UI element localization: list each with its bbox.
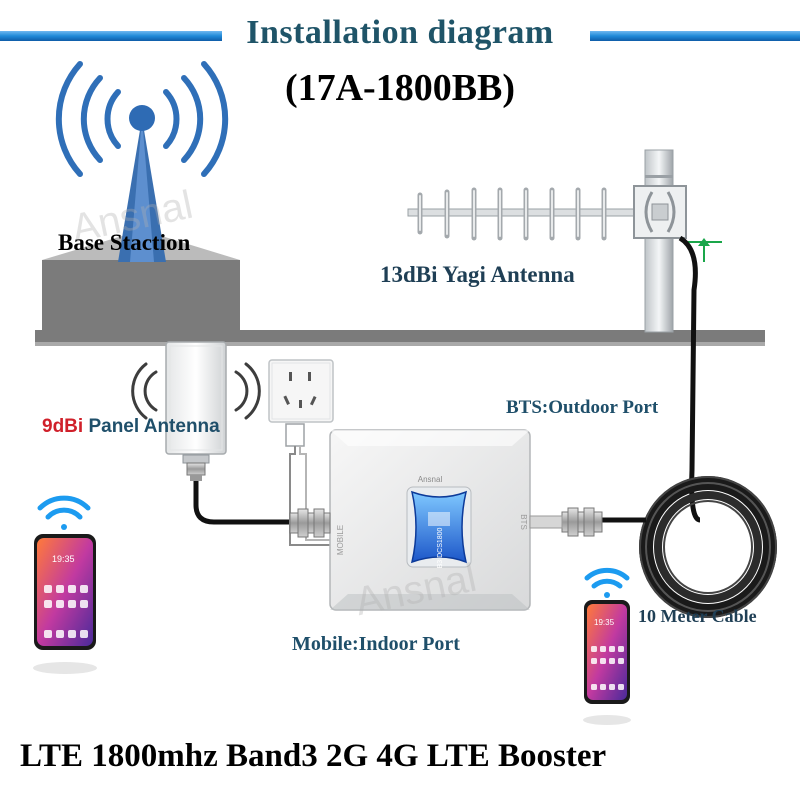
header-bar-left: [0, 31, 222, 41]
panel-antenna-icon: [131, 341, 261, 481]
label-yagi-antenna: 13dBi Yagi Antenna: [380, 262, 575, 287]
outdoor-cable: [678, 235, 701, 523]
panel-antenna-name: Panel Antenna: [83, 416, 220, 437]
smartphone-icon: [583, 600, 631, 725]
base-station-tower-icon: [55, 61, 229, 262]
phone-clock: 19:35: [594, 618, 615, 627]
booster-port-label-right: BTS: [519, 514, 528, 530]
cable-coil-icon: [639, 476, 777, 618]
yagi-antenna-icon: [407, 185, 687, 241]
booster-port-mobile: [289, 508, 331, 538]
ground-line: [35, 330, 765, 342]
antenna-pole: [644, 149, 674, 333]
label-indoor-port: Mobile:Indoor Port: [292, 633, 460, 655]
label-cable: 10 Meter Cable: [638, 606, 757, 626]
label-base-station: Base Staction: [58, 230, 191, 255]
indoor-cable: [193, 481, 292, 525]
product-caption: LTE 1800mhz Band3 2G 4G LTE Booster: [20, 738, 607, 774]
signal-direction-marker: [688, 238, 722, 262]
label-panel-antenna: 9dBi Panel Antenna: [42, 416, 220, 438]
booster-port-bts: [529, 507, 603, 537]
power-socket-icon: [268, 359, 334, 447]
label-outdoor-port: BTS:Outdoor Port: [506, 397, 659, 418]
signal-booster-device: [289, 429, 603, 611]
model-number: (17A-1800BB): [284, 67, 516, 109]
diagram-title: Installation diagram: [246, 14, 554, 51]
booster-brand: Ansnal: [418, 475, 443, 484]
wifi-icon: [584, 567, 630, 598]
phone-clock: 19:35: [52, 554, 75, 564]
panel-gain: 9dBi: [42, 416, 84, 437]
smartphone-icon: [33, 534, 97, 674]
booster-screen: [410, 490, 468, 564]
booster-screen-text: B3 DCS1800: [437, 527, 444, 568]
header-bar-right: [590, 31, 800, 41]
booster-port-label-left: MOBILE: [336, 525, 345, 555]
wifi-icon: [37, 495, 91, 530]
